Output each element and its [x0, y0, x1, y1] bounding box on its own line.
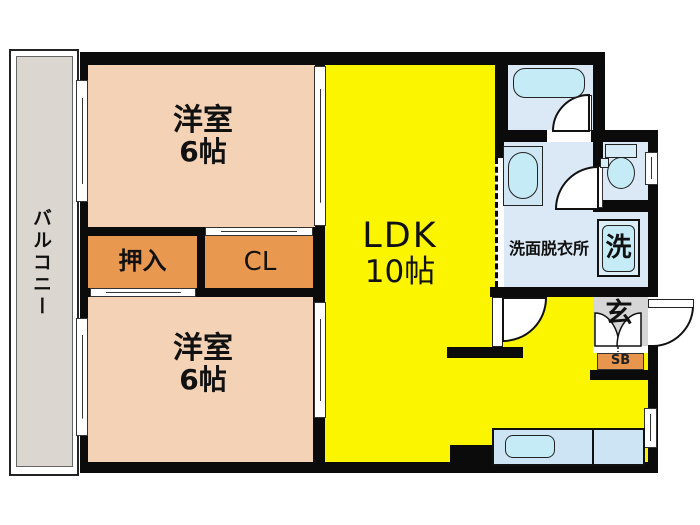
- wall-step-bottom: [450, 445, 493, 465]
- wall-top: [80, 52, 603, 65]
- wall-closet-mid: [197, 227, 205, 297]
- toilet-bowl: [607, 157, 635, 189]
- toilet-door-gap: [595, 166, 603, 208]
- oshiire-label: 押入: [118, 247, 167, 276]
- wall-stub-ldk: [447, 347, 523, 358]
- wall-left: [80, 52, 88, 473]
- entrance-door-leaf: [648, 299, 694, 308]
- window-kitchen: [644, 408, 657, 448]
- wall-closet-bottom: [88, 288, 317, 297]
- wall-right-upper: [648, 130, 658, 297]
- sliding-door-bedroom-bottom: [314, 302, 326, 418]
- ldk-corridor-floor: [497, 297, 593, 347]
- genkan-label: 玄: [605, 298, 633, 329]
- wall-bath-right: [593, 52, 605, 142]
- balcony-label: バルコニー: [30, 208, 52, 318]
- wall-bottom: [80, 462, 658, 473]
- bedroom-top-floor: [88, 65, 315, 227]
- toilet-tank: [605, 144, 637, 158]
- bathroom-door-gap: [547, 130, 591, 142]
- kitchen-counter-divider: [592, 429, 594, 465]
- corridor-door-leaf: [492, 297, 503, 347]
- window-bedroom-bottom: [76, 318, 88, 436]
- wall-washroom-left-top: [495, 142, 504, 158]
- ldk-label: LDK 10帖: [345, 216, 455, 290]
- bathroom-door-leaf: [584, 95, 592, 131]
- shoebox-label: SB: [610, 352, 631, 368]
- shoebox-floor: [597, 353, 644, 370]
- washing-machine: [602, 225, 635, 272]
- ldk-floor: [325, 65, 497, 462]
- wall-toilet-bottom: [593, 200, 658, 212]
- wall-below-shoebox: [590, 370, 658, 380]
- wall-bath-left: [495, 52, 508, 142]
- bedroom-bottom-size: 6帖: [179, 363, 227, 397]
- washroom-label: 洗面脱衣所: [508, 239, 589, 258]
- window-bedroom-top: [76, 80, 88, 202]
- cl-label: CL: [243, 246, 277, 277]
- entrance-door-arc: [653, 306, 694, 347]
- sliding-door-cl: [205, 227, 313, 236]
- bedroom-bottom-name: 洋室: [173, 331, 233, 366]
- bedroom-bottom-label: 洋室 6帖: [118, 331, 288, 397]
- bedroom-bottom-floor: [88, 297, 313, 462]
- bathtub: [513, 68, 585, 98]
- genkan-step-strip: [593, 346, 648, 353]
- ldk-name: LDK: [362, 216, 438, 256]
- bedroom-top-name: 洋室: [173, 103, 233, 138]
- ldk-size: 10帖: [364, 253, 436, 290]
- cl-floor: [205, 236, 315, 288]
- entrance-door-gap: [648, 297, 658, 345]
- kitchen-sink: [505, 435, 555, 458]
- bedroom-top-size: 6帖: [179, 135, 227, 169]
- bedroom-top-label: 洋室 6帖: [118, 103, 288, 169]
- sliding-door-bedroom-top: [314, 66, 326, 226]
- washbasin-sink: [508, 152, 538, 199]
- wall-washroom-bottom: [490, 287, 658, 297]
- washroom-dashed-partition: [495, 158, 504, 287]
- oshiire-floor: [88, 236, 197, 288]
- balcony-floor: [16, 56, 73, 467]
- window-toilet: [645, 152, 658, 185]
- sliding-door-oshiire: [90, 288, 196, 297]
- washer-label: 洗: [605, 233, 632, 264]
